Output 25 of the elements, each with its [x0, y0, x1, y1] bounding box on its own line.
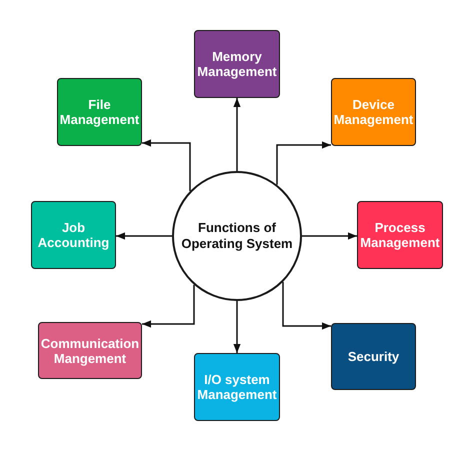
function-box: [357, 201, 443, 269]
function-box: [38, 322, 142, 379]
function-label: Memory Management: [196, 49, 278, 79]
function-label: I/O system Management: [196, 372, 278, 402]
function-label: Process Management: [359, 220, 441, 250]
function-box: [331, 323, 416, 390]
arrow: [116, 232, 172, 240]
function-label: Communication Mangement: [40, 336, 140, 366]
arrow: [142, 284, 195, 328]
function-box: [31, 201, 116, 269]
function-label: Security: [346, 349, 400, 364]
function-box: [57, 78, 142, 146]
arrow: [233, 98, 241, 171]
arrow: [233, 301, 241, 353]
arrow: [142, 139, 191, 192]
arrow: [302, 232, 357, 240]
function-label: Device Management: [332, 97, 414, 127]
function-label: Job Accounting: [36, 220, 110, 250]
arrow: [276, 141, 331, 185]
center-title: Functions of Operating System: [180, 220, 294, 252]
function-label: File Management: [58, 97, 140, 127]
function-box: [194, 30, 280, 98]
function-box: [194, 353, 280, 421]
arrow: [282, 282, 331, 330]
function-box: [331, 78, 416, 146]
